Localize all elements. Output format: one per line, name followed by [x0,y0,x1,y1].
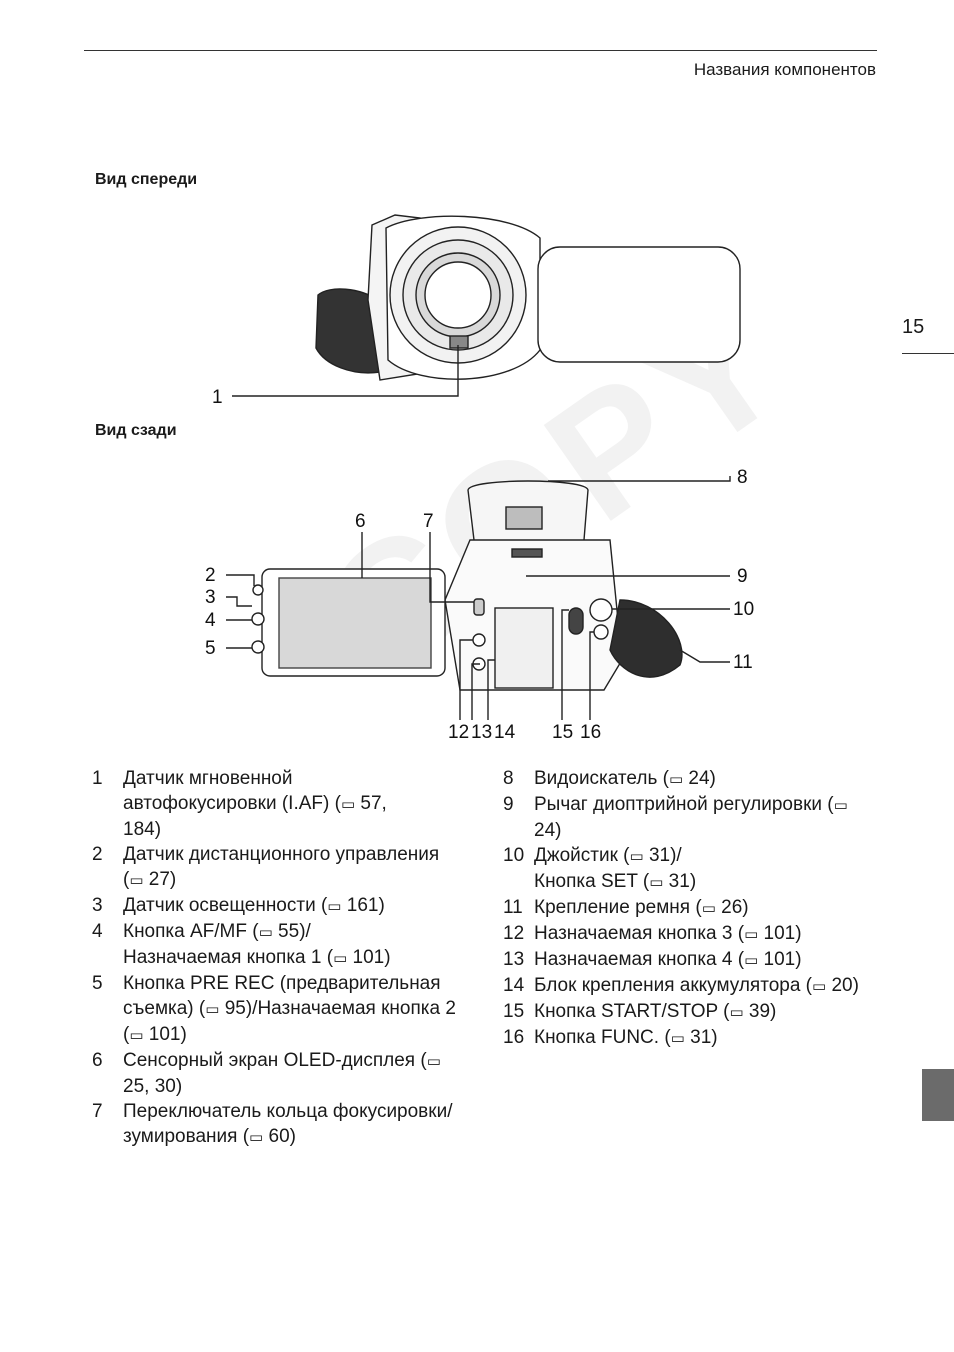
book-reference-icon: ▭ [629,847,644,865]
list-item: 9 Рычаг диоптрийной регулировки (▭ 24) [503,794,848,841]
front-view-illustration [232,214,741,397]
callout-16: 16 [580,722,601,743]
book-reference-icon: ▭ [649,873,664,891]
components-list-right: 8 Видоискатель (▭ 24) 9 Рычаг диоптрийно… [503,766,873,1051]
list-item: 13 Назначаемая кнопка 4 (▭ 101) [503,949,802,970]
book-reference-icon: ▭ [205,1000,220,1018]
book-reference-icon: ▭ [670,1029,685,1047]
chapter-tab-marker [922,1069,954,1121]
list-item: 11 Крепление ремня (▭ 26) [503,897,749,918]
header-rule [84,50,877,51]
book-reference-icon: ▭ [744,925,759,943]
list-item: 12 Назначаемая кнопка 3 (▭ 101) [503,923,802,944]
book-reference-icon: ▭ [744,951,759,969]
book-reference-icon: ▭ [258,923,273,941]
page-number: 15 [902,316,925,338]
book-reference-icon: ▭ [327,897,342,915]
callout-3: 3 [205,587,216,608]
callout-4: 4 [205,610,216,631]
book-reference-icon: ▭ [833,796,848,814]
page-number-rule [902,353,954,354]
book-reference-icon: ▭ [333,949,348,967]
list-item: 6 Сенсорный экран OLED-дисплея (▭ 25, 30… [92,1050,441,1097]
list-item: 4 Кнопка AF/MF (▭ 55)/ Назначаемая кнопк… [92,921,391,968]
callout-6: 6 [355,511,366,532]
list-item: 8 Видоискатель (▭ 24) [503,768,716,789]
callout-8: 8 [737,467,748,488]
callout-7: 7 [423,511,434,532]
list-item: 1 Датчик мгновенной автофокусировки (I.A… [92,768,387,840]
rear-view-label: Вид сзади [95,422,177,439]
components-list-left: 1 Датчик мгновенной автофокусировки (I.A… [92,766,462,1150]
book-reference-icon: ▭ [668,770,684,788]
list-item: 5 Кнопка PRE REC (предварительная съемка… [92,973,456,1045]
book-reference-icon: ▭ [129,1026,144,1044]
callout-15: 15 [552,722,573,743]
callout-13: 13 [471,722,492,743]
callout-2: 2 [205,565,216,586]
book-reference-icon: ▭ [729,1003,744,1021]
callout-1: 1 [212,387,223,408]
callout-9: 9 [737,566,748,587]
page-header-title: Названия компонентов [693,60,876,79]
list-item: 2 Датчик дистанционного управления (▭ 27… [92,844,440,890]
list-item: 7 Переключатель кольца фокусировки/зумир… [92,1101,453,1147]
callout-10: 10 [733,599,754,620]
list-item: 3 Датчик освещенности (▭ 161) [92,895,385,916]
list-item: 16 Кнопка FUNC. (▭ 31) [503,1027,718,1048]
book-reference-icon: ▭ [249,1128,264,1146]
list-item: 10 Джойстик (▭ 31)/ Кнопка SET (▭ 31) [503,845,697,892]
front-view-label: Вид спереди [95,171,198,188]
book-reference-icon: ▭ [340,795,356,813]
book-reference-icon: ▭ [426,1052,441,1070]
list-item: 14 Блок крепления аккумулятора (▭ 20) [503,975,859,996]
callout-14: 14 [494,722,516,743]
list-item: 15 Кнопка START/STOP (▭ 39) [503,1001,777,1022]
book-reference-icon: ▭ [129,871,144,889]
callout-11: 11 [733,652,753,673]
callout-12: 12 [448,722,469,743]
book-reference-icon: ▭ [701,899,716,917]
callout-5: 5 [205,638,216,659]
book-reference-icon: ▭ [812,977,827,995]
rear-view-illustration [226,476,731,720]
